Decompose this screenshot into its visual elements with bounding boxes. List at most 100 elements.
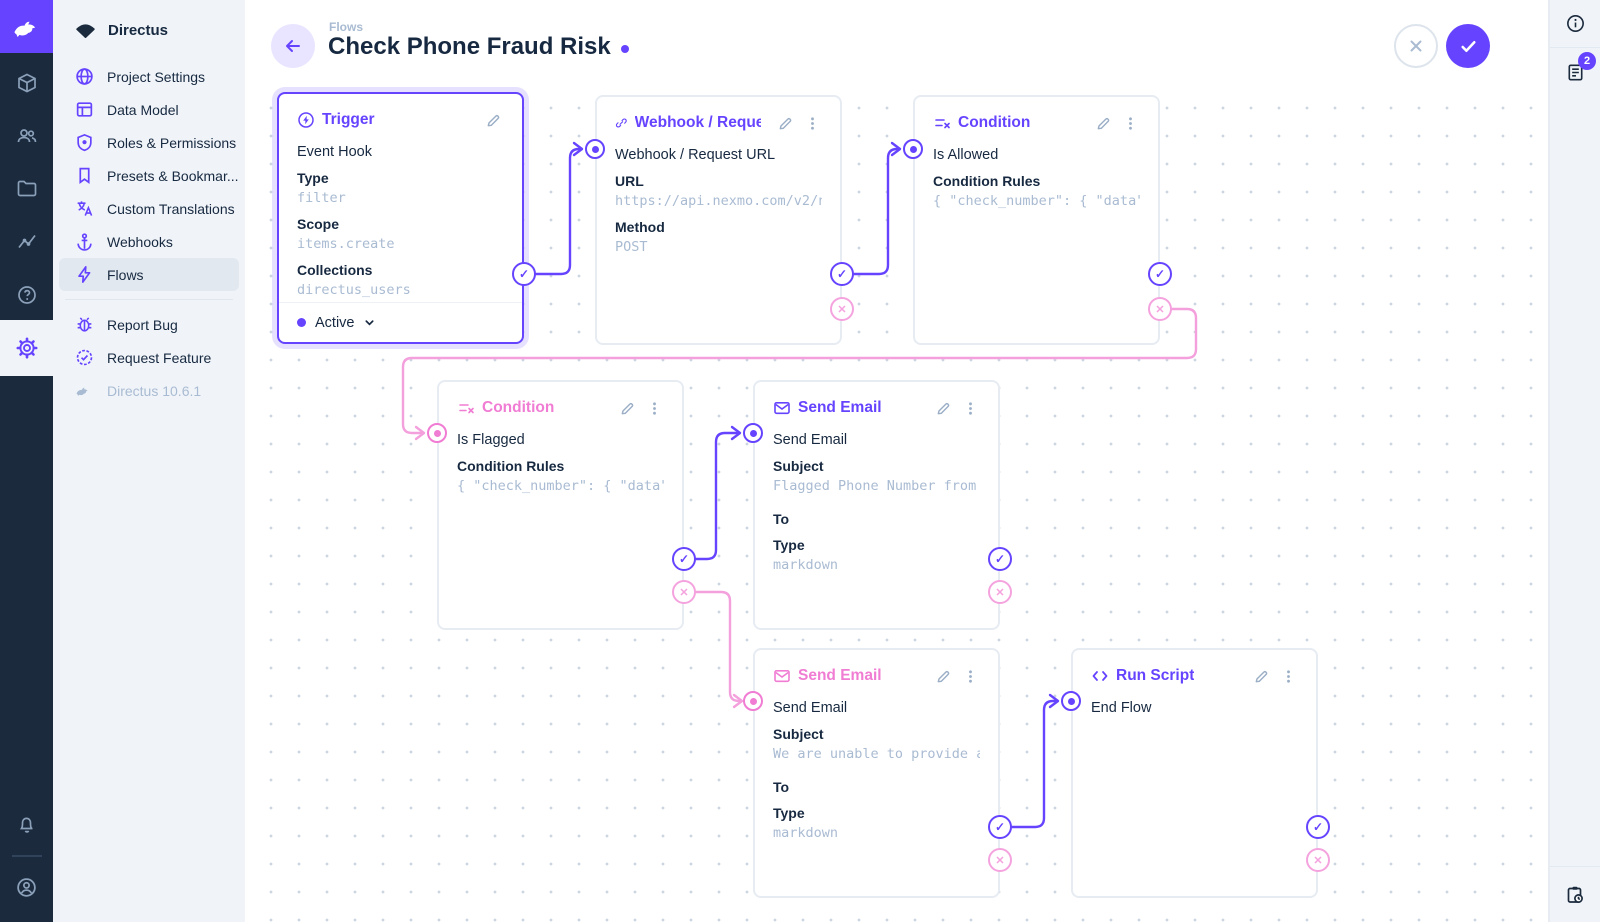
connector-email1-resolve[interactable]: ✓ xyxy=(988,547,1012,571)
node-menu-button[interactable] xyxy=(645,399,664,418)
translate-icon xyxy=(77,201,93,216)
module-settings-active[interactable] xyxy=(0,320,53,376)
edit-node-button[interactable] xyxy=(933,666,954,687)
node-trigger[interactable]: Trigger Event Hook Type filter Scope ite… xyxy=(277,92,524,344)
save-button[interactable] xyxy=(1446,24,1490,68)
connector-webhook-reject[interactable]: ✕ xyxy=(830,297,854,321)
mail-icon xyxy=(774,669,790,683)
chevron-down-icon xyxy=(364,320,374,326)
module-users[interactable] xyxy=(0,109,53,162)
bookmark-icon xyxy=(79,167,90,185)
connector-condition1-in[interactable] xyxy=(903,139,923,159)
node-send-email-flagged[interactable]: Send Email Send Email Subject Flagged Ph… xyxy=(753,380,1000,630)
node-menu-button[interactable] xyxy=(1279,667,1298,686)
field-label: Type xyxy=(297,170,329,186)
node-condition-allowed[interactable]: Condition Is Allowed Condition Rules { "… xyxy=(913,95,1160,345)
connector-script-resolve[interactable]: ✓ xyxy=(1306,815,1330,839)
node-menu-button[interactable] xyxy=(961,667,980,686)
node-webhook[interactable]: Webhook / Request URL Webhook / Request … xyxy=(595,95,842,345)
edit-node-button[interactable] xyxy=(617,398,638,419)
node-condition-flagged[interactable]: Condition Is Flagged Condition Rules { "… xyxy=(437,380,684,630)
back-button[interactable] xyxy=(271,24,315,68)
account-button[interactable] xyxy=(0,861,53,914)
field-label: Subject xyxy=(773,458,824,474)
field-value: filter xyxy=(297,190,346,206)
node-menu-button[interactable] xyxy=(961,399,980,418)
connector-email2-resolve[interactable]: ✓ xyxy=(988,815,1012,839)
edit-node-button[interactable] xyxy=(1093,113,1114,134)
connector-email2-reject[interactable]: ✕ xyxy=(988,848,1012,872)
edit-node-button[interactable] xyxy=(1251,666,1272,687)
divider xyxy=(65,299,233,300)
connector-condition1-resolve[interactable]: ✓ xyxy=(1148,262,1172,286)
field-value: https://api.nexmo.com/v2/ni xyxy=(615,193,822,209)
project-header[interactable]: Directus xyxy=(53,0,245,60)
cancel-button[interactable] xyxy=(1394,24,1438,68)
connector-email1-reject[interactable]: ✕ xyxy=(988,580,1012,604)
verified-badge-icon xyxy=(76,349,93,366)
connector-condition1-reject[interactable]: ✕ xyxy=(1148,297,1172,321)
divider xyxy=(11,855,42,857)
connector-webhook-resolve[interactable]: ✓ xyxy=(830,262,854,286)
pencil-icon xyxy=(621,402,634,414)
breadcrumb[interactable]: Flows xyxy=(329,20,364,34)
connector-script-reject[interactable]: ✕ xyxy=(1306,848,1330,872)
sidebar-detail-button[interactable]: 2 xyxy=(1550,48,1600,96)
page-title-text: Check Phone Fraud Risk xyxy=(328,33,611,60)
sidebar: Directus Project Settings Data Model Rol… xyxy=(53,0,245,922)
condition-icon xyxy=(935,119,950,129)
status-label: Active xyxy=(315,314,355,331)
node-name-text: Send Email xyxy=(773,432,848,448)
connector-condition2-resolve[interactable]: ✓ xyxy=(672,547,696,571)
sidebar-item-request-feature[interactable]: Request Feature xyxy=(53,341,245,374)
anchor-icon xyxy=(77,233,92,251)
edit-trigger-button[interactable] xyxy=(483,110,504,131)
sidebar-item-webhooks[interactable]: Webhooks xyxy=(53,225,245,258)
node-send-email-unable[interactable]: Send Email Send Email Subject We are una… xyxy=(753,648,1000,898)
flow-status-dropdown[interactable]: Active xyxy=(279,302,522,342)
sidebar-item-data-model[interactable]: Data Model xyxy=(53,93,245,126)
trigger-icon xyxy=(298,112,314,128)
pencil-icon xyxy=(937,670,950,682)
pencil-icon xyxy=(1255,670,1268,682)
connector-webhook-in[interactable] xyxy=(585,139,605,159)
sidebar-item-roles-permissions[interactable]: Roles & Permissions xyxy=(53,126,245,159)
edit-node-button[interactable] xyxy=(775,113,796,134)
sidebar-item-label: Data Model xyxy=(107,101,179,118)
connector-condition2-reject[interactable]: ✕ xyxy=(672,580,696,604)
sidebar-item-report-bug[interactable]: Report Bug xyxy=(53,308,245,341)
connector-email1-in[interactable] xyxy=(743,423,763,443)
sidebar-item-flows[interactable]: Flows xyxy=(59,258,239,291)
info-button[interactable] xyxy=(1550,0,1600,48)
check-icon xyxy=(1460,40,1476,52)
field-value: markdown xyxy=(773,557,839,573)
revisions-button[interactable] xyxy=(1550,866,1600,922)
node-menu-button[interactable] xyxy=(803,114,822,133)
edit-node-button[interactable] xyxy=(933,398,954,419)
module-content[interactable] xyxy=(0,56,53,109)
sidebar-item-project-settings[interactable]: Project Settings xyxy=(53,60,245,93)
node-menu-button[interactable] xyxy=(1121,114,1140,133)
version-label: Directus 10.6.1 xyxy=(107,382,202,399)
notifications-button[interactable] xyxy=(0,798,53,851)
account-circle-icon xyxy=(17,878,36,897)
node-run-script[interactable]: Run Script End Flow xyxy=(1071,648,1318,898)
users-icon xyxy=(17,128,36,142)
project-logo-icon xyxy=(76,23,95,38)
pencil-icon xyxy=(779,117,792,129)
connector-condition2-in[interactable] xyxy=(427,423,447,443)
module-files[interactable] xyxy=(0,162,53,215)
sidebar-item-custom-translations[interactable]: Custom Translations xyxy=(53,192,245,225)
module-help[interactable] xyxy=(0,268,53,321)
node-name-text: End Flow xyxy=(1091,700,1152,716)
connector-trigger-out[interactable]: ✓ xyxy=(512,262,536,286)
field-value: markdown xyxy=(773,825,839,841)
node-name-text: Send Email xyxy=(773,700,848,716)
rabbit-logo-icon xyxy=(14,21,35,37)
connector-email2-in[interactable] xyxy=(743,691,763,711)
field-label: Subject xyxy=(773,726,824,742)
module-insights[interactable] xyxy=(0,215,53,268)
connector-script-in[interactable] xyxy=(1061,691,1081,711)
directus-logo[interactable] xyxy=(0,0,53,53)
sidebar-item-presets-bookmarks[interactable]: Presets & Bookmar... xyxy=(53,159,245,192)
